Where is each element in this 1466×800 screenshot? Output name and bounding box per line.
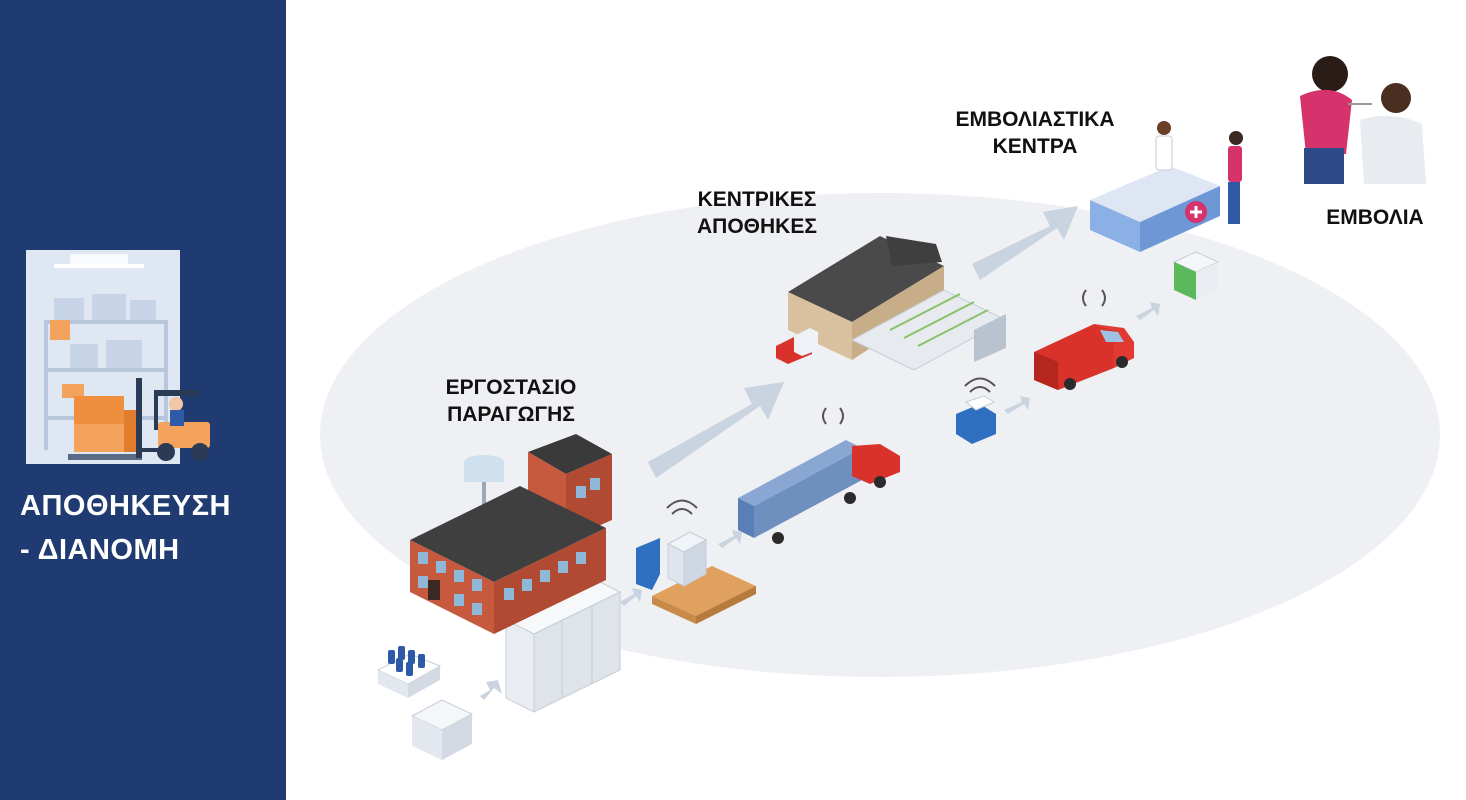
stage-label-central-warehouses: ΚΕΝΤΡΙΚΕΣ ΑΠΟΘΗΚΕΣ [672, 186, 842, 240]
stage-label-vaccination-centers: ΕΜΒΟΛΙΑΣΤΙΚΑ ΚΕΝΤΡΑ [920, 106, 1150, 160]
sidebar-title-line2: - ΔΙΑΝΟΜΗ [20, 534, 180, 566]
sidebar: ΑΠΟΘΗΚΕΥΣΗ - ΔΙΑΝΟΜΗ [0, 0, 286, 800]
stage-label-factory: ΕΡΓΟΣΤΑΣΙΟ ΠΑΡΑΓΩΓΗΣ [426, 374, 596, 428]
warehouse-building-icon [776, 236, 1008, 371]
stage-label-factory-line2: ΠΑΡΑΓΩΓΗΣ [447, 403, 575, 426]
vaccine-vials-icon [376, 646, 442, 698]
flow-arrow-icon [480, 206, 1160, 700]
semi-truck-icon [738, 440, 900, 544]
stage-label-factory-line1: ΕΡΓΟΣΤΑΣΙΟ [445, 376, 577, 399]
supply-chain-illustration [320, 56, 1440, 760]
dispatch-unit-icon [956, 395, 996, 444]
stage-label-central-line2: ΑΠΟΘΗΚΕΣ [697, 215, 817, 238]
stage-label-vaccines: ΕΜΒΟΛΙΑ [1300, 204, 1450, 231]
vaccine-fridge-icon [1172, 251, 1220, 300]
sidebar-title: ΑΠΟΘΗΚΕΥΣΗ - ΔΙΑΝΟΜΗ [20, 484, 270, 572]
freezer-icon [504, 577, 622, 713]
pallet-icon [636, 531, 756, 624]
cooler-box-icon [410, 699, 474, 760]
vaccination-people-icon [1300, 56, 1426, 184]
warehouse-forklift-icon [26, 250, 210, 464]
wireless-signal-icon [666, 289, 1106, 515]
stage-label-central-line1: ΚΕΝΤΡΙΚΕΣ [697, 188, 817, 211]
vaccination-desk-icon [1090, 121, 1243, 252]
delivery-van-icon [1034, 324, 1134, 390]
stage-label-centers-line1: ΕΜΒΟΛΙΑΣΤΙΚΑ [955, 108, 1115, 131]
stage-label-vaccines-line1: ΕΜΒΟΛΙΑ [1326, 206, 1424, 229]
stage-label-centers-line2: ΚΕΝΤΡΑ [992, 135, 1078, 158]
factory-building-icon [410, 434, 612, 634]
sidebar-title-line1: ΑΠΟΘΗΚΕΥΣΗ [20, 490, 231, 522]
